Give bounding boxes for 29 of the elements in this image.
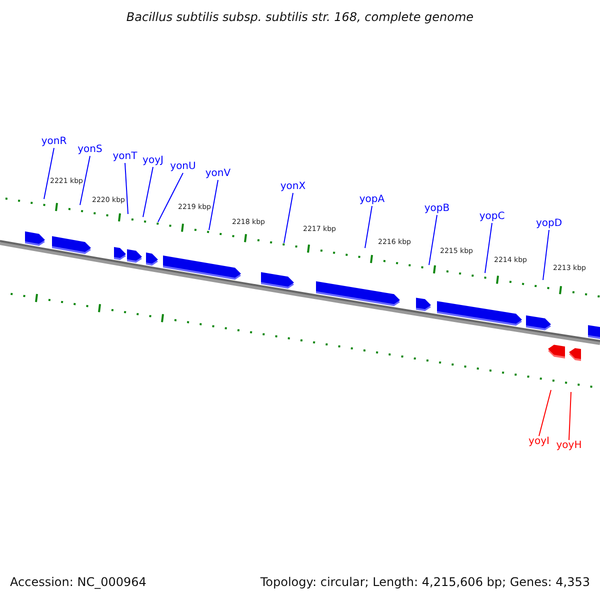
gene-label: yonT xyxy=(112,151,138,163)
gene-label: yonV xyxy=(205,168,231,180)
gene-label: yonU xyxy=(170,161,196,173)
leader-line xyxy=(364,206,372,248)
genome-summary: Topology: circular; Length: 4,215,606 bp; Genes: 4,353 xyxy=(260,575,590,589)
leader-line xyxy=(568,392,572,440)
diagram-title: Bacillus subtilis subsp. subtilis str. 168, complete genome xyxy=(125,10,475,24)
accession-text: Accession: NC_000964 xyxy=(10,575,146,589)
gene-label: yopB xyxy=(424,203,450,215)
gene-label: yonR xyxy=(41,136,67,148)
leader-line xyxy=(284,192,294,244)
leader-line xyxy=(538,390,552,436)
leader-line xyxy=(542,230,550,280)
gene-label: yoyJ xyxy=(142,155,164,167)
leader-line xyxy=(428,214,438,266)
leader-line xyxy=(124,162,128,214)
leader-line xyxy=(142,166,154,218)
leader-line xyxy=(44,148,54,200)
gene-label: yoyI xyxy=(528,436,550,448)
leader-line xyxy=(158,172,184,222)
gene-label: yopA xyxy=(359,194,385,206)
leader-line xyxy=(484,222,492,274)
gene-label: yopD xyxy=(536,218,562,230)
gene-label: yonS xyxy=(78,144,102,156)
leader-line xyxy=(80,156,90,206)
gene-label: yoyH xyxy=(556,440,582,452)
leader-line xyxy=(208,180,218,230)
gene-label: yopC xyxy=(479,211,505,223)
gene-label: yonX xyxy=(280,181,306,193)
